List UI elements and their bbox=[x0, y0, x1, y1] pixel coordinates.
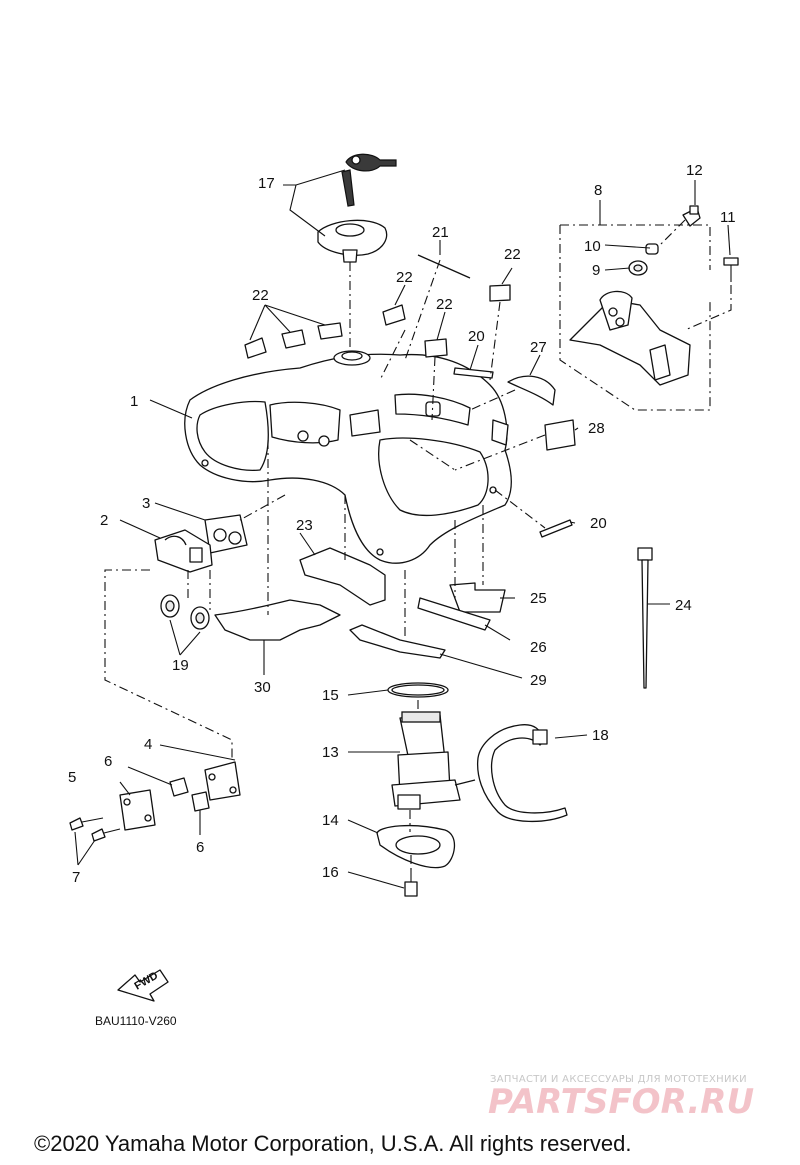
callout-13: 13 bbox=[322, 744, 339, 761]
callout-23: 23 bbox=[296, 517, 313, 534]
callout-22-b: 22 bbox=[396, 269, 413, 286]
callout-22-d: 22 bbox=[504, 246, 521, 263]
callout-22-c: 22 bbox=[436, 296, 453, 313]
diagram-reference-code: BAU1110-V260 bbox=[95, 1014, 177, 1028]
callout-29: 29 bbox=[530, 672, 547, 689]
tank-mount-dampers bbox=[154, 514, 248, 630]
cable-tie bbox=[637, 547, 653, 689]
watermark: ЗАПЧАСТИ И АКСЕССУАРЫ ДЛЯ МОТОТЕХНИКИ PA… bbox=[488, 1074, 754, 1122]
callout-1: 1 bbox=[130, 393, 138, 410]
callout-16: 16 bbox=[322, 864, 339, 881]
callout-30: 30 bbox=[254, 679, 271, 696]
callout-10: 10 bbox=[584, 238, 601, 255]
callout-15: 15 bbox=[322, 687, 339, 704]
callout-6-top: 6 bbox=[104, 753, 112, 770]
callout-25: 25 bbox=[530, 590, 547, 607]
tank-covers bbox=[214, 547, 506, 659]
callout-3: 3 bbox=[142, 495, 150, 512]
side-brackets bbox=[69, 761, 241, 842]
copyright-notice: ©2020 Yamaha Motor Corporation, U.S.A. A… bbox=[34, 1131, 631, 1156]
fwd-arrow-icon: FWD bbox=[117, 969, 169, 1002]
fuel-tank bbox=[184, 350, 513, 564]
bracket-assembly bbox=[559, 205, 739, 411]
leader-lines bbox=[74, 169, 731, 889]
callout-8: 8 bbox=[594, 182, 602, 199]
callout-4: 4 bbox=[144, 736, 152, 753]
fuel-cap-assembly bbox=[317, 153, 397, 263]
callout-18: 18 bbox=[592, 727, 609, 744]
callout-6-bottom: 6 bbox=[196, 839, 204, 856]
callout-19: 19 bbox=[172, 657, 189, 674]
callout-14: 14 bbox=[322, 812, 339, 829]
callout-27: 27 bbox=[530, 339, 547, 356]
callout-2: 2 bbox=[100, 512, 108, 529]
key-icon bbox=[341, 153, 397, 207]
callout-22-a: 22 bbox=[252, 287, 269, 304]
callout-9: 9 bbox=[592, 262, 600, 279]
callout-21: 21 bbox=[432, 224, 449, 241]
callout-24: 24 bbox=[675, 597, 692, 614]
watermark-brand: PARTSFOR.RU bbox=[488, 1082, 754, 1122]
callout-20-bottom: 20 bbox=[590, 515, 607, 532]
callout-26: 26 bbox=[530, 639, 547, 656]
fuel-pump-assembly bbox=[376, 682, 568, 897]
callout-12: 12 bbox=[686, 162, 703, 179]
callout-20-top: 20 bbox=[468, 328, 485, 345]
callout-11: 11 bbox=[720, 209, 736, 226]
callout-numbers: 1 2 3 4 5 6 6 7 8 9 10 11 12 13 14 15 16… bbox=[68, 162, 736, 886]
callout-28: 28 bbox=[588, 420, 605, 437]
watermark-tagline: ЗАПЧАСТИ И АКСЕССУАРЫ ДЛЯ МОТОТЕХНИКИ bbox=[490, 1074, 747, 1085]
callout-5: 5 bbox=[68, 769, 76, 786]
dampers-and-stickers bbox=[244, 254, 576, 538]
callout-7: 7 bbox=[72, 869, 80, 886]
callout-17: 17 bbox=[258, 175, 275, 192]
